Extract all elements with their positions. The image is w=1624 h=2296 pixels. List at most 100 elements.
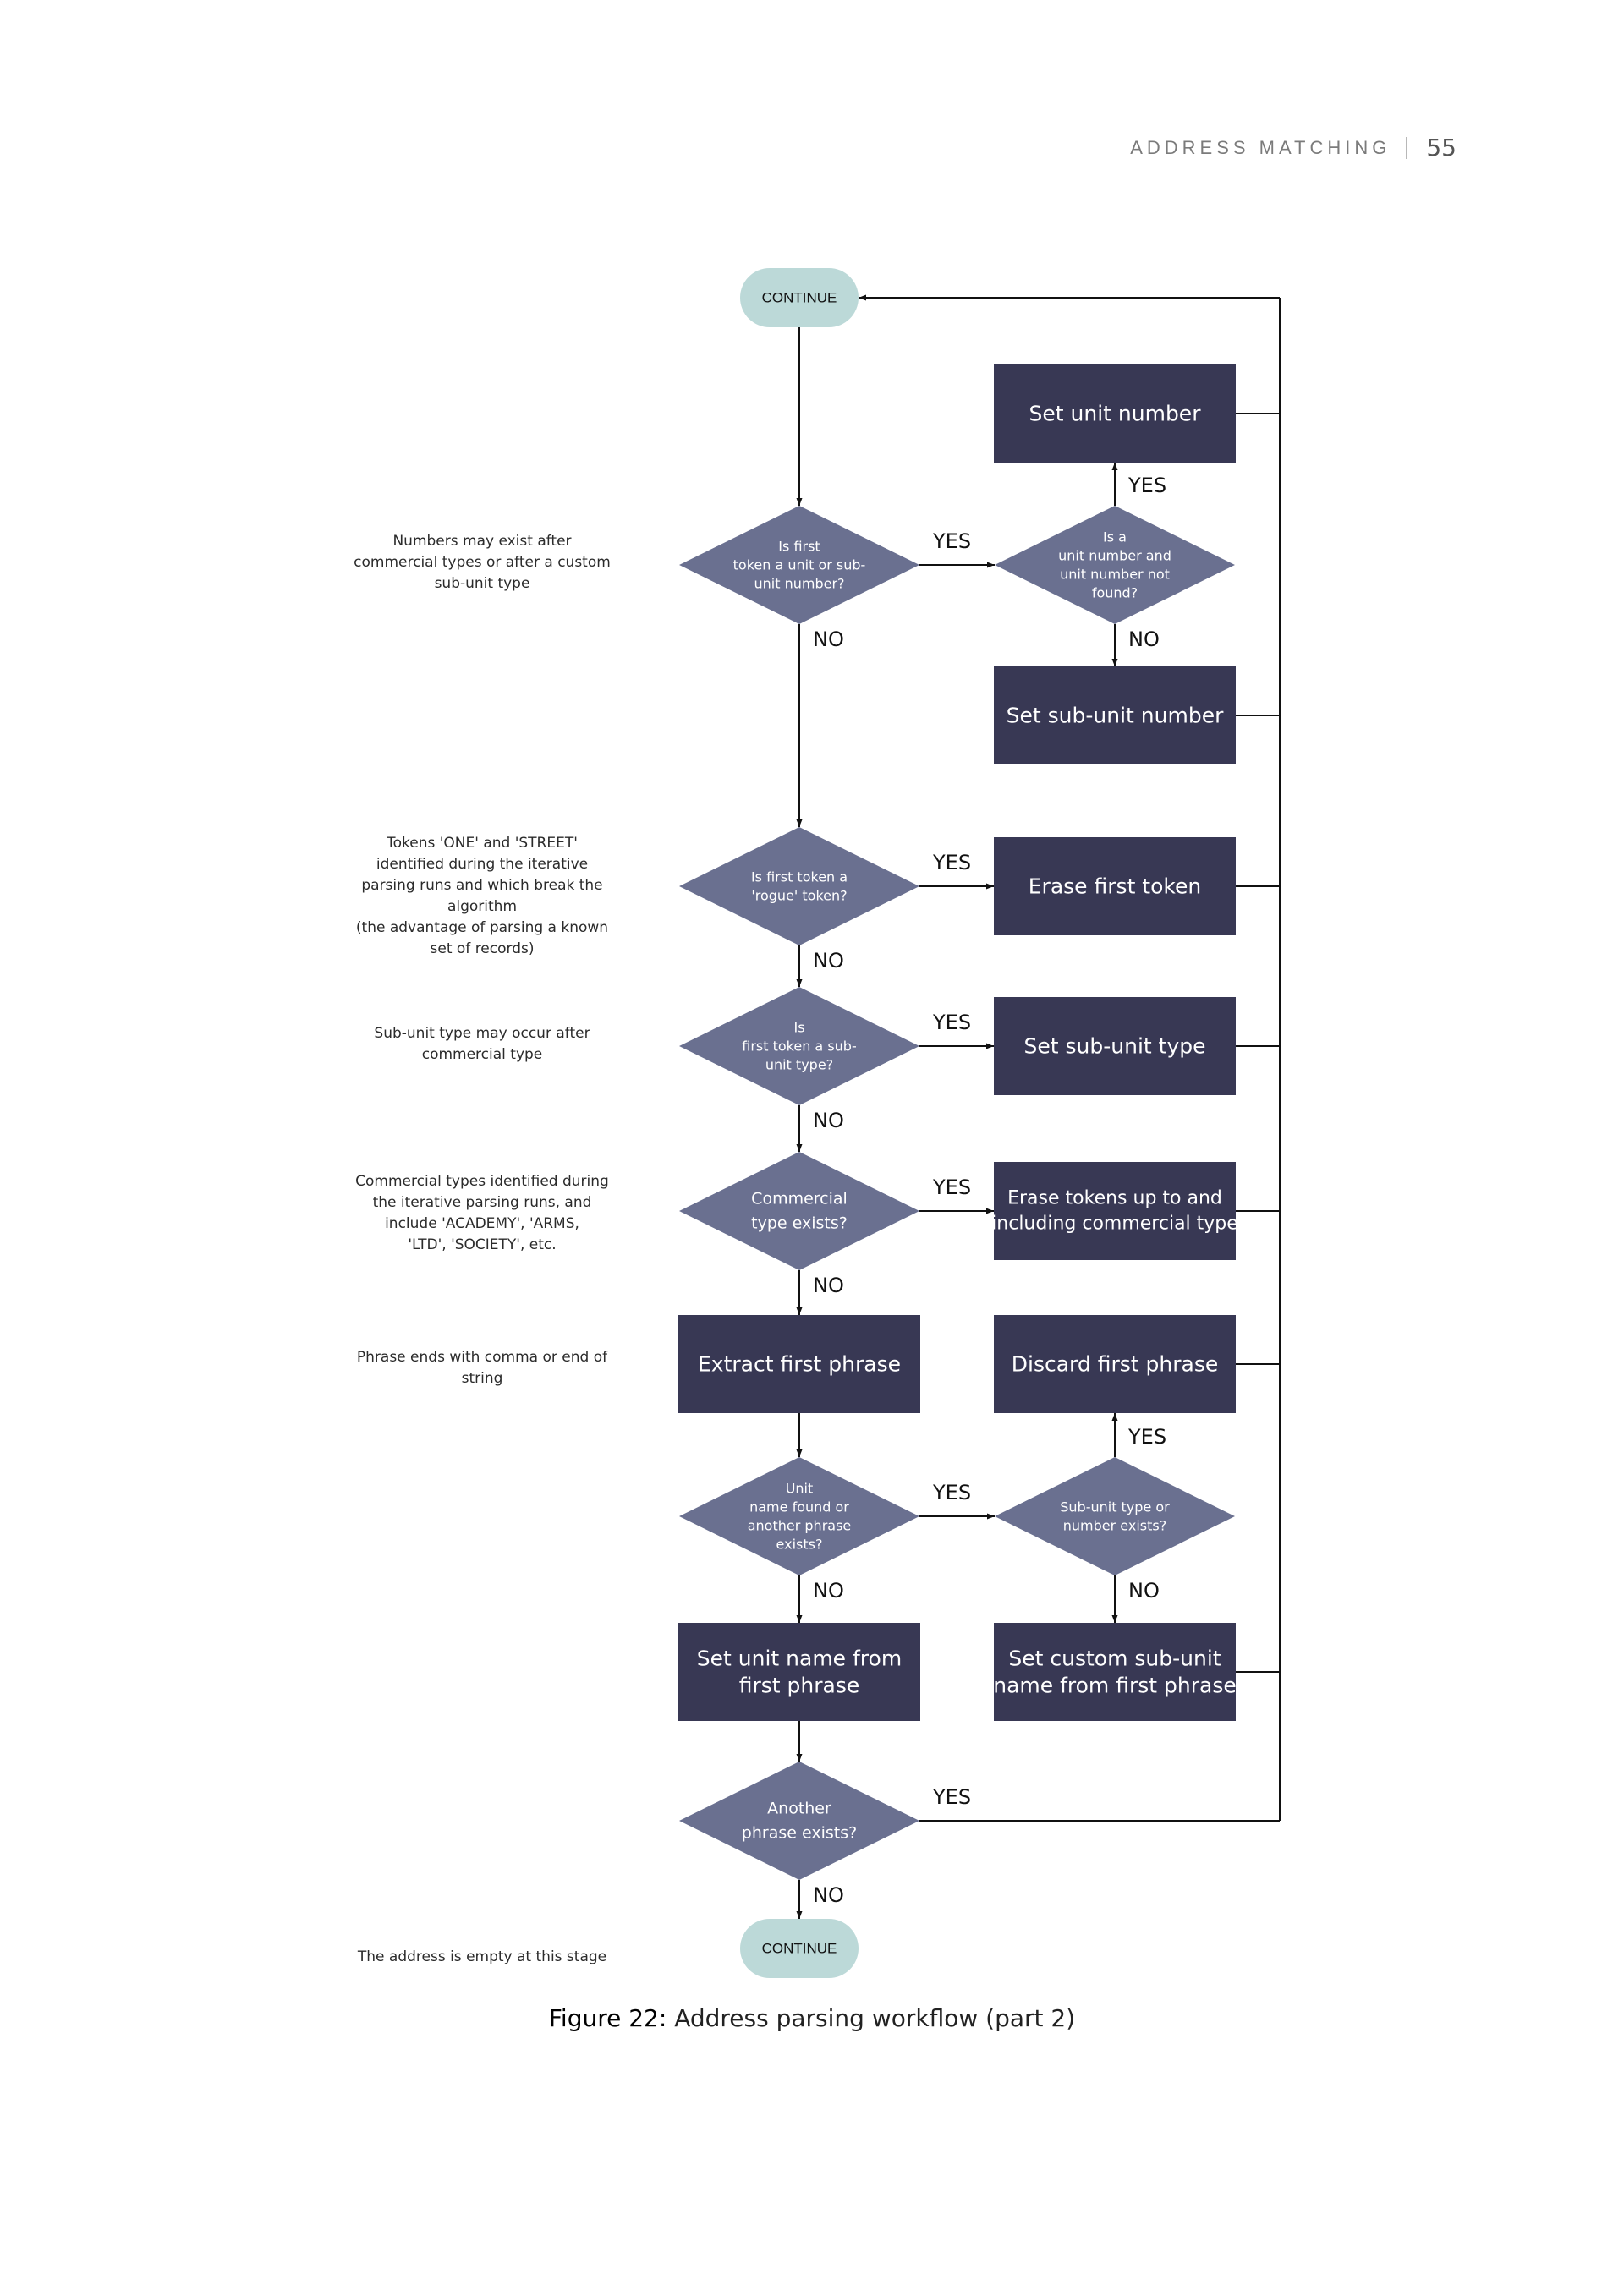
node-label-line: including commercial type <box>991 1214 1238 1235</box>
node-label-line: phrase exists? <box>742 1824 857 1843</box>
edge-d-unit-to-d-rogue: NO <box>796 624 844 827</box>
note-commercial-types: Commercial types identified during the i… <box>355 1173 609 1253</box>
edge-label: YES <box>932 1175 971 1199</box>
node-d-unit: Is first token a unit or sub-unit number? <box>679 506 919 624</box>
edge-label: NO <box>813 1883 844 1907</box>
edge-d-commercial-to-p-extract-phrase: NO <box>796 1270 844 1315</box>
edge-label: NO <box>1128 627 1160 651</box>
decision-shape <box>679 1457 919 1575</box>
note-phrase-end: Phrase ends with comma or end of string <box>356 1349 608 1387</box>
edge-label: YES <box>1127 474 1166 497</box>
node-label-line: first phrase <box>739 1674 860 1698</box>
process-shape <box>994 997 1236 1095</box>
edge-d-subunit-exists-to-p-discard-phrase: YES <box>1111 1413 1166 1457</box>
node-continue-bottom: CONTINUE <box>740 1919 859 1978</box>
node-label-line: unit number not <box>1060 567 1170 583</box>
figure-caption: Figure 22: Address parsing workflow (par… <box>0 2004 1624 2032</box>
node-p-set-subunit-type: Set sub-unit type <box>994 997 1236 1095</box>
node-continue-top: CONTINUE <box>740 268 859 327</box>
header-title: ADDRESS MATCHING <box>1130 136 1391 158</box>
process-shape <box>994 837 1236 935</box>
node-label-line: Is first token a <box>751 869 848 885</box>
edge-d-another-to-continue-bottom: NO <box>796 1880 844 1919</box>
edge-d-unit-name-to-d-subunit-exists: YES <box>919 1481 995 1520</box>
node-label-line: Is first <box>778 539 820 555</box>
node-label-line: Sub-unit type or <box>1060 1499 1170 1515</box>
edge-label: NO <box>813 949 844 973</box>
decision-shape <box>679 1152 919 1270</box>
node-p-set-unit-name: Set unit name from first phrase <box>678 1623 920 1721</box>
node-label-line: unit number and <box>1058 548 1171 564</box>
terminal-shape <box>740 268 859 327</box>
edge-d-commercial-to-p-erase-commercial: YES <box>919 1175 994 1214</box>
node-label-line: unit type? <box>765 1057 833 1073</box>
node-label-line: Erase tokens up to and <box>1007 1188 1222 1209</box>
node-label-line: name found or <box>749 1499 849 1515</box>
node-d-unit-number: Is a unit number and unit number not found? <box>995 506 1235 624</box>
node-label-line: Discard first phrase <box>1012 1352 1218 1377</box>
edge-d-rogue-to-p-erase-first: YES <box>919 851 994 890</box>
process-shape <box>994 1315 1236 1413</box>
edge-label: NO <box>1128 1579 1160 1603</box>
node-label-line: token a unit or sub- <box>733 557 866 573</box>
decision-shape <box>679 506 919 624</box>
caption-label: Figure 22: <box>548 2004 667 2032</box>
decision-shape <box>679 827 919 945</box>
decision-shape <box>679 987 919 1105</box>
edge-d-unit-name-to-p-set-unit-name: NO <box>796 1575 844 1623</box>
edge-d-unit-number-to-p-set-subunit-number: NO <box>1111 624 1160 666</box>
terminal-shape <box>740 1919 859 1978</box>
edge-d-subunit-type-to-d-commercial: NO <box>796 1105 844 1152</box>
decision-shape <box>679 1762 919 1880</box>
edge-label: YES <box>932 1785 971 1809</box>
node-label-line: Is a <box>1103 529 1127 545</box>
running-header: ADDRESS MATCHING 55 <box>1130 134 1457 162</box>
node-label-line: Extract first phrase <box>698 1352 901 1377</box>
edge-label: NO <box>813 1109 844 1132</box>
note-numbers: Numbers may exist after commercial types… <box>354 533 611 592</box>
node-label-line: found? <box>1092 585 1138 601</box>
node-label-line: Erase first token <box>1029 874 1201 899</box>
edge-label: NO <box>813 1579 844 1603</box>
node-label-line: unit number? <box>754 576 844 592</box>
edge-label: NO <box>813 627 844 651</box>
decision-shape <box>995 506 1235 624</box>
caption-text: Address parsing workflow (part 2) <box>674 2004 1076 2032</box>
process-shape <box>678 1315 920 1413</box>
process-shape <box>994 1162 1236 1260</box>
edge-label: YES <box>932 1011 971 1034</box>
node-p-set-subunit-number: Set sub-unit number <box>994 666 1236 764</box>
edge-label: NO <box>813 1274 844 1297</box>
process-shape <box>994 364 1236 463</box>
node-label-line: Set sub-unit number <box>1007 704 1224 728</box>
note-address-empty: The address is empty at this stage <box>357 1948 607 1965</box>
node-d-rogue: Is first token a 'rogue' token? <box>679 827 919 945</box>
edges-layer: YES YES NO NO YES NO YES NO YES NO YES YES NO NO NO YES <box>796 294 1281 1919</box>
process-shape <box>994 1623 1236 1721</box>
node-label-line: exists? <box>776 1537 823 1553</box>
edge-d-subunit-exists-to-p-set-custom: NO <box>1111 1575 1160 1623</box>
node-label-line: CONTINUE <box>762 290 837 306</box>
decision-shape <box>995 1457 1235 1575</box>
node-label-line: Set sub-unit type <box>1024 1034 1206 1059</box>
note-subunit-type: Sub-unit type may occur after commercial… <box>374 1025 590 1063</box>
edge-d-rogue-to-d-subunit-type: NO <box>796 945 844 987</box>
edge-label: YES <box>932 529 971 553</box>
edge-label: YES <box>1127 1425 1166 1449</box>
edge-d-unit-number-to-p-set-unit-number: YES <box>1111 463 1166 506</box>
process-shape <box>678 1623 920 1721</box>
node-label-line: Set unit name from <box>697 1647 902 1671</box>
node-label-line: name from first phrase <box>993 1674 1237 1698</box>
node-label-line: another phrase <box>748 1518 852 1534</box>
node-label-line: first token a sub- <box>742 1038 856 1055</box>
node-label-line: 'rogue' token? <box>751 888 847 904</box>
process-shape <box>994 666 1236 764</box>
edge-label: YES <box>932 1481 971 1504</box>
return-bus <box>859 294 1281 1821</box>
